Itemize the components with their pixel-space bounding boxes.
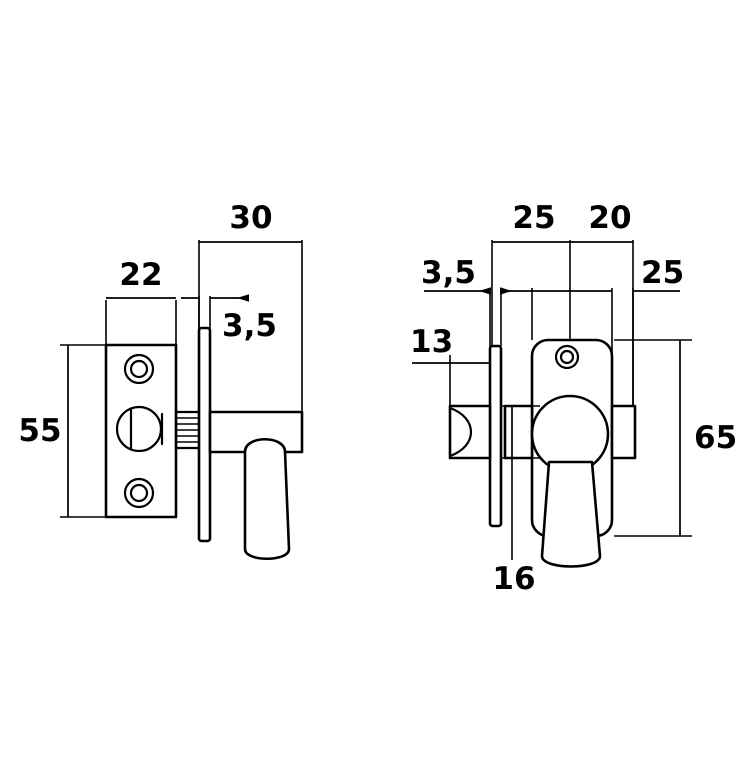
upper-screw-hole: [123, 353, 155, 385]
rose-plate-edge: [197, 326, 212, 543]
handle-knuckle: [530, 394, 610, 474]
dim-55: 55: [18, 344, 112, 517]
dim-20-label: 20: [588, 200, 631, 236]
dim-55-label: 55: [18, 413, 61, 449]
dim-30-label: 30: [229, 200, 272, 236]
lever-handle-front: [540, 460, 602, 568]
dim-16-label: 16: [492, 561, 535, 597]
dim-16: 16: [492, 405, 540, 597]
dim-13-label: 13: [410, 324, 453, 360]
dim-65: 65: [614, 339, 737, 536]
dim-25-b: 25: [531, 255, 684, 406]
side-elevation-view: [104, 326, 304, 560]
rose-plate-edge-front: [488, 344, 503, 528]
left-shoulder-block: [503, 404, 534, 460]
dim-25-a: 25: [491, 200, 570, 346]
latch-bolt: [448, 404, 492, 460]
dim-13: 13: [410, 324, 490, 412]
spindle-boss: [115, 405, 164, 453]
right-shoulder-block: [610, 404, 637, 460]
dim-22: 22: [105, 257, 176, 348]
dim-3-5-right-label: 3,5: [421, 255, 476, 291]
front-elevation-view: [448, 338, 637, 568]
dim-25-a-label: 25: [512, 200, 555, 236]
dim-3-5-left: 3,5: [181, 294, 277, 344]
dim-22-label: 22: [119, 257, 162, 293]
side-view-dimensions: 55 22 30 3,5: [18, 200, 302, 517]
front-view-dimensions: 25 20 3,5 25: [410, 200, 737, 597]
body-screw-hole: [554, 344, 580, 370]
dim-65-label: 65: [694, 420, 737, 456]
lever-handle: [243, 438, 291, 560]
dim-30: 30: [198, 200, 302, 412]
dim-3-5-right: 3,5: [421, 255, 533, 346]
dim-25-b-label: 25: [641, 255, 684, 291]
dim-3-5-label: 3,5: [222, 308, 277, 344]
lower-screw-hole: [123, 477, 155, 509]
